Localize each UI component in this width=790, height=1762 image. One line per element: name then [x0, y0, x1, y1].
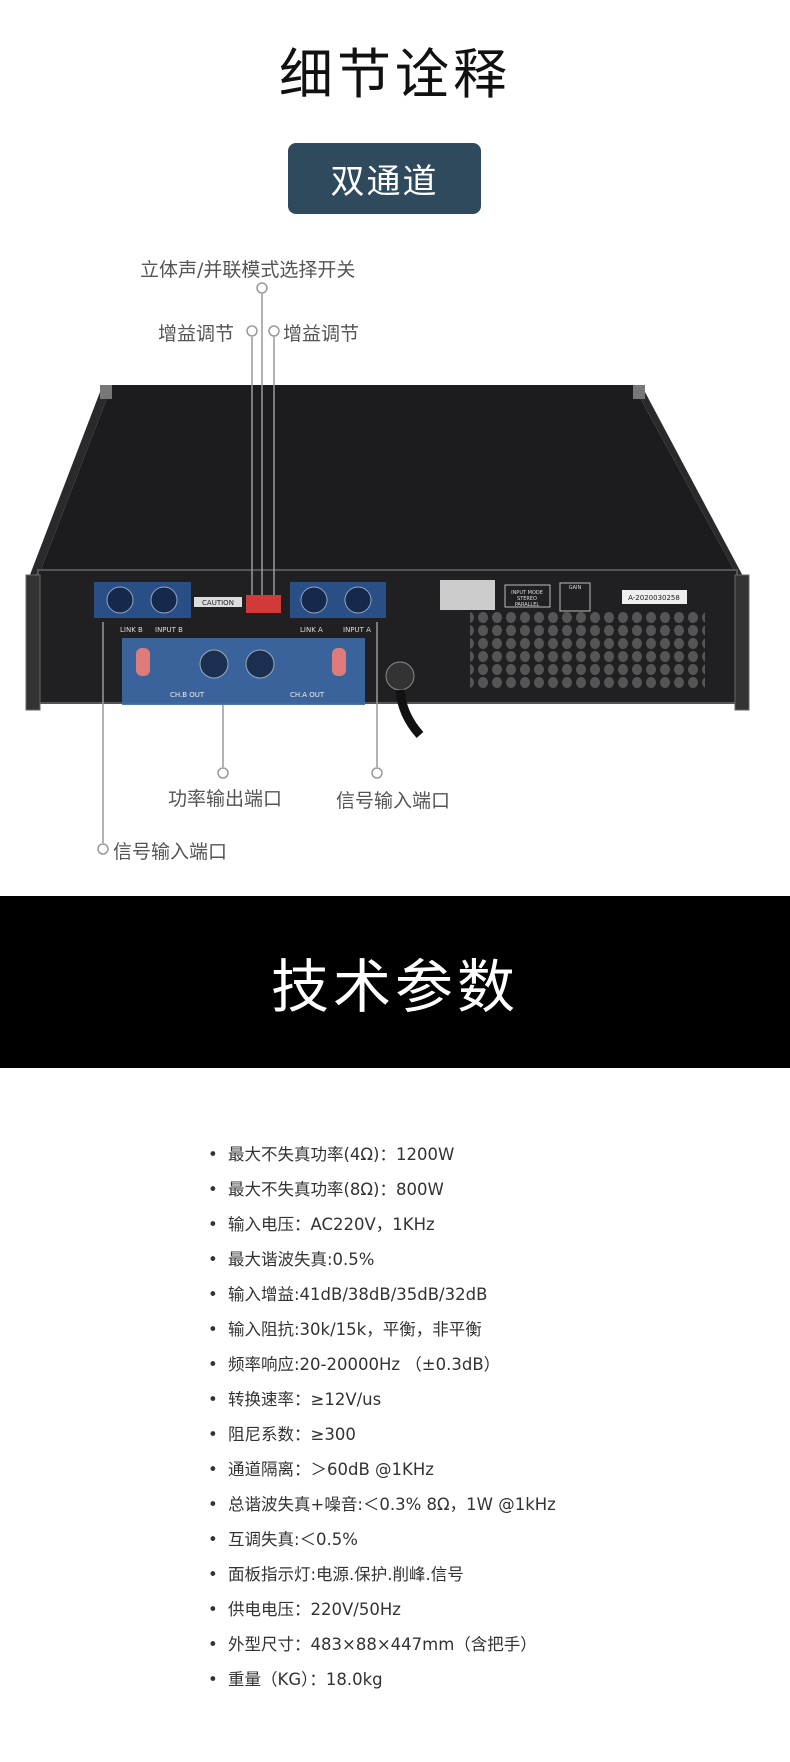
- ch-a-out-label: CH.A OUT: [290, 691, 325, 699]
- spec-item: 重量（KG）：18.0kg: [208, 1665, 556, 1700]
- caution-label: [194, 597, 242, 607]
- ventilation-grill: [470, 612, 705, 690]
- input-b-label: INPUT B: [155, 626, 183, 634]
- link-b-label: LINK B: [120, 626, 143, 634]
- spec-item: 转换速率：≥12V/us: [208, 1385, 556, 1420]
- dual-channel-badge: 双通道: [288, 143, 481, 214]
- spec-item: 输入电压：AC220V，1KHz: [208, 1210, 556, 1245]
- speakon-output-panel: CH.B OUT CH.A OUT: [122, 638, 365, 705]
- signal-input-right-callout: 信号输入端口: [336, 790, 451, 812]
- gain-right-callout: 增益调节: [283, 323, 360, 345]
- spec-item: 最大不失真功率(4Ω)：1200W: [208, 1140, 556, 1175]
- spec-item: 通道隔离：＞60dB @1KHz: [208, 1455, 556, 1490]
- parallel-label: PARALLEL: [515, 602, 540, 608]
- spec-item: 互调失真:＜0.5%: [208, 1525, 556, 1560]
- amp-top-surface: [40, 385, 735, 572]
- spec-item: 阻尼系数：≥300: [208, 1420, 556, 1455]
- rack-ear-right: [633, 385, 645, 399]
- amplifier-rear-illustration: CAUTION LINK B INPUT B LINK A INPUT A CH…: [25, 282, 750, 855]
- spec-list: 最大不失真功率(4Ω)：1200W最大不失真功率(8Ω)：800W输入电压：AC…: [208, 1140, 556, 1700]
- input-mode-label: INPUT MODE: [511, 590, 543, 596]
- spec-item: 最大谐波失真:0.5%: [208, 1245, 556, 1280]
- caution-text: CAUTION: [202, 599, 234, 607]
- signal-input-left-callout: 信号输入端口: [113, 841, 228, 863]
- spec-item: 供电电压：220V/50Hz: [208, 1595, 556, 1630]
- gain-left-callout: 增益调节: [158, 323, 235, 345]
- power-output-callout: 功率输出端口: [168, 788, 283, 810]
- input-b-xlr-panel: [94, 582, 191, 618]
- callout-lines: [97, 282, 383, 855]
- link-a-label: LINK A: [300, 626, 323, 634]
- rack-ear-left: [100, 385, 112, 399]
- spec-item: 面板指示灯:电源.保护.削峰.信号: [208, 1560, 556, 1595]
- mode-switch-callout: 立体声/并联模式选择开关: [140, 259, 356, 281]
- section-title: 细节诠释: [279, 43, 511, 106]
- input-a-label: INPUT A: [343, 626, 371, 634]
- power-cord: [395, 689, 424, 739]
- spec-item: 输入增益:41dB/38dB/35dB/32dB: [208, 1280, 556, 1315]
- spec-item: 外型尺寸：483×88×447mm（含把手）: [208, 1630, 556, 1665]
- spec-item: 输入阻抗:30k/15k，平衡，非平衡: [208, 1315, 556, 1350]
- spec-item: 最大不失真功率(8Ω)：800W: [208, 1175, 556, 1210]
- spec-item: 频率响应:20-20000Hz （±0.3dB）: [208, 1350, 556, 1385]
- power-inlet: [385, 661, 415, 691]
- gain-label: GAIN: [569, 585, 582, 591]
- specs-section-title: 技术参数: [0, 896, 790, 1068]
- input-a-xlr-panel: [290, 582, 386, 618]
- ch-b-out-label: CH.B OUT: [170, 691, 205, 699]
- gain-dip-switch: [246, 595, 281, 613]
- serial-number: A-2020030258: [628, 594, 680, 602]
- stereo-label: STEREO: [517, 596, 537, 602]
- spec-item: 总谐波失真+噪音:＜0.3% 8Ω，1W @1kHz: [208, 1490, 556, 1525]
